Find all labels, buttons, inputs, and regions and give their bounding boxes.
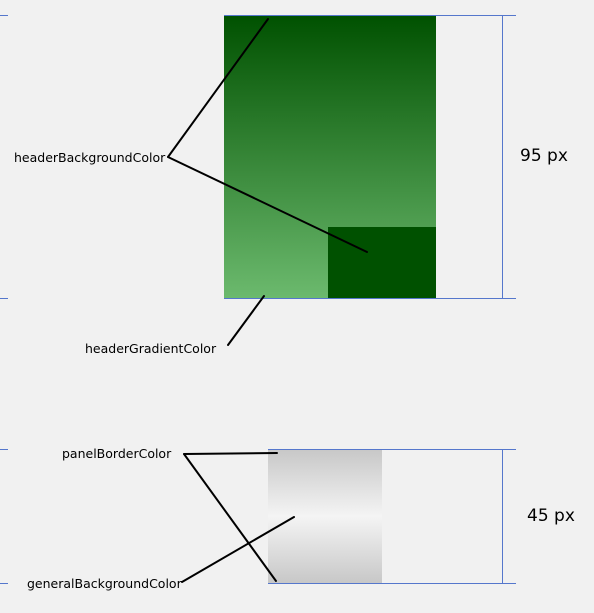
label-general-background-color: generalBackgroundColor [27,576,183,591]
callout-header-bg-to-gradient [167,18,269,158]
callout-lines [167,18,368,583]
callout-header-bg-to-block [167,156,368,253]
callout-general-background [181,516,295,583]
label-panel-border-color: panelBorderColor [62,446,172,461]
callout-header-gradient [227,295,265,346]
label-header-background-color: headerBackgroundColor [14,150,166,165]
guide-lines [0,15,516,584]
callout-panel-border-bottom [183,453,277,582]
label-header-gradient-color: headerGradientColor [85,341,217,356]
header-background-block [328,227,436,299]
header-height-label: 95 px [520,146,568,166]
panel-height-label: 45 px [527,506,575,526]
panel-block [268,449,382,584]
callout-panel-border-top [183,452,278,455]
